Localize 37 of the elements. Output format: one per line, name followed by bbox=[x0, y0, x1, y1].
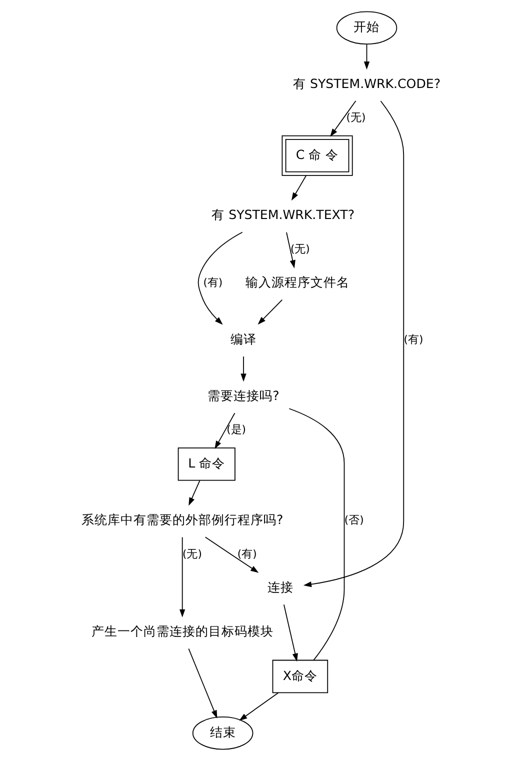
node-text: 连接 bbox=[266, 580, 293, 595]
node-box: C 命 令 bbox=[281, 135, 352, 176]
edge-label: (有) bbox=[236, 547, 256, 560]
arrow bbox=[214, 412, 235, 449]
node-text: 产生一个尚需连接的目标码模块 bbox=[90, 624, 273, 639]
arrow bbox=[282, 604, 298, 662]
connector bbox=[288, 408, 344, 661]
arrow bbox=[363, 44, 370, 70]
node-text: 编译 bbox=[230, 331, 256, 346]
node-text: 需要连接吗? bbox=[207, 388, 279, 404]
arrow bbox=[188, 648, 217, 718]
node-text: 输入源程序文件名 bbox=[244, 274, 349, 290]
node-text: 有 SYSTEM.WRK.CODE? bbox=[292, 76, 440, 91]
node-ellipse: 开始 bbox=[336, 11, 397, 45]
arrow bbox=[197, 232, 242, 325]
arrow bbox=[240, 356, 246, 382]
edge-label: (否) bbox=[344, 514, 364, 527]
edge-label: (是) bbox=[226, 423, 246, 436]
arrow bbox=[257, 299, 282, 325]
arrow bbox=[204, 536, 258, 573]
arrow bbox=[302, 100, 404, 588]
node-box: L 命令 bbox=[177, 448, 235, 481]
edge-label: (有) bbox=[202, 276, 222, 290]
arrow bbox=[179, 536, 185, 618]
node-text: 系统库中有需要的外部例行程序吗? bbox=[80, 512, 283, 528]
arrow bbox=[290, 175, 306, 201]
arrow bbox=[238, 692, 278, 721]
arrow bbox=[330, 100, 356, 137]
edge-label: (无) bbox=[290, 242, 310, 256]
edge-label: (有) bbox=[403, 332, 423, 346]
arrow bbox=[286, 232, 295, 268]
edge-label: (无) bbox=[346, 111, 366, 124]
arrow bbox=[188, 480, 200, 506]
node-ellipse: 结束 bbox=[192, 716, 253, 750]
node-text: 有 SYSTEM.WRK.TEXT? bbox=[211, 207, 354, 222]
node-box: X命令 bbox=[272, 660, 328, 694]
edge-label: (无) bbox=[182, 547, 202, 560]
